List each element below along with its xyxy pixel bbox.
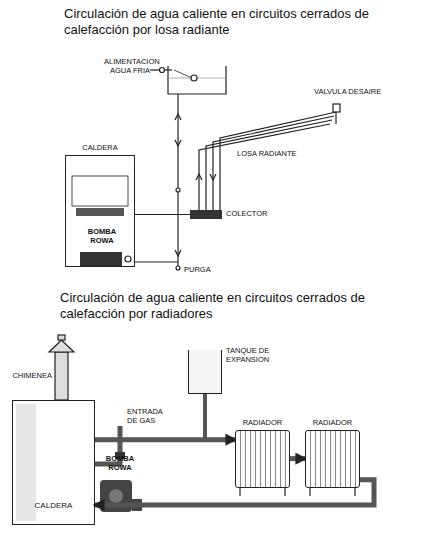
pump-outlet [125,256,131,262]
node-label: CALDERA [82,144,117,153]
boiler-box: CALDERA [12,400,95,525]
burner [76,208,124,216]
node-shape [65,155,135,267]
open-tank [168,66,226,94]
radiator: RADIADOR [235,419,290,488]
pipe-connector [290,456,305,461]
feed-valve [160,68,165,73]
radiator-illustration [16,335,355,521]
pump-rotor [109,489,123,503]
floor-loop [199,124,330,212]
pump [80,252,122,267]
chimney-pipe [55,352,68,400]
label-wrap: TANQUE DE EXPANSION [226,350,288,364]
flow-arrow [196,174,202,180]
part-label: BOMBA ROWA [76,228,128,245]
flow-arrow [175,114,181,120]
riser-valve [176,188,180,192]
part-label: ALIMENTACION AGUA FRIA [104,58,150,75]
label-wrap: COLECTOR [226,210,270,219]
boiler-box: CALDERA [65,144,135,267]
float-arm [174,70,192,78]
floor-loop [220,112,336,212]
node-shape [305,430,360,488]
return-pipe [135,261,178,262]
manifold: COLECTOR [190,210,270,219]
boiler-shade [16,404,36,521]
part-label: CHIMENEA [10,372,52,381]
riser-pipe [177,94,178,266]
part-label: BOMBA ROWA [96,455,144,472]
floor-loop [213,116,334,212]
diagram-title: Circulación de agua caliente en circuito… [64,6,394,37]
pipe-connector [135,214,190,215]
purge-valve [176,266,180,270]
node-shape [235,430,290,488]
flow-arrow [210,174,216,180]
node-label: COLECTOR [226,210,270,219]
flow-arrow [175,140,181,146]
part-label: LOSA RADIANTE [236,150,298,159]
chimney-cap [49,340,74,352]
connectors [95,215,374,506]
heat-exchanger [72,176,128,206]
part-label: PURGA [184,266,224,275]
node-label: RADIADOR [313,419,353,428]
radiator-leg [284,488,285,496]
radiator: RADIADOR [305,419,360,488]
pipe-connector [95,437,235,442]
radiator-leg [239,488,240,496]
part-label: ENTRADA DE GAS [127,408,167,425]
radiator-leg [309,488,310,496]
floor-loop [206,120,332,212]
part-label: VALVULA DESAIRE [314,88,394,97]
air-valve [333,104,340,112]
flow-arrow [175,250,181,256]
node-label: TANQUE DE EXPANSION [226,347,288,364]
chimney-tip [58,335,65,340]
expansion-tank: TANQUE DE EXPANSION [188,350,288,394]
node-shape [190,210,222,219]
manifold-end [335,112,336,124]
node-label: RADIADOR [243,419,283,428]
node-shape [188,350,222,394]
float [191,75,197,81]
node-label: CALDERA [35,501,73,510]
expansion-pipe [203,394,207,438]
radiator-leg [354,488,355,496]
diagram-title: Circulación de agua caliente en circuito… [60,290,400,321]
radiant-floor-illustration [72,66,340,270]
